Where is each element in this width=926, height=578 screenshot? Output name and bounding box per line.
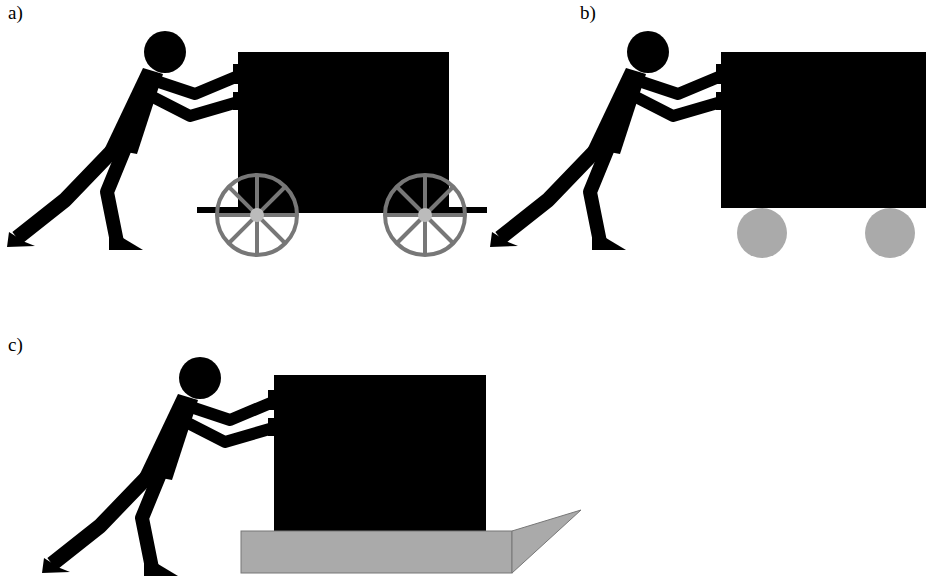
load-box xyxy=(274,375,486,531)
pushing-person xyxy=(7,31,241,250)
cart-wheel xyxy=(217,175,297,255)
roller xyxy=(865,208,915,258)
load-box xyxy=(238,52,449,210)
load-box xyxy=(721,52,926,208)
panel-label: a) xyxy=(8,2,23,24)
panel-label: b) xyxy=(580,2,596,24)
pushing-person xyxy=(490,31,724,250)
cart-wheel xyxy=(385,175,465,255)
roller xyxy=(737,208,787,258)
sled-base xyxy=(241,531,512,573)
sled-runner-tip xyxy=(512,510,581,573)
panel-label: c) xyxy=(8,334,23,356)
cart-axle-bar xyxy=(197,207,487,213)
